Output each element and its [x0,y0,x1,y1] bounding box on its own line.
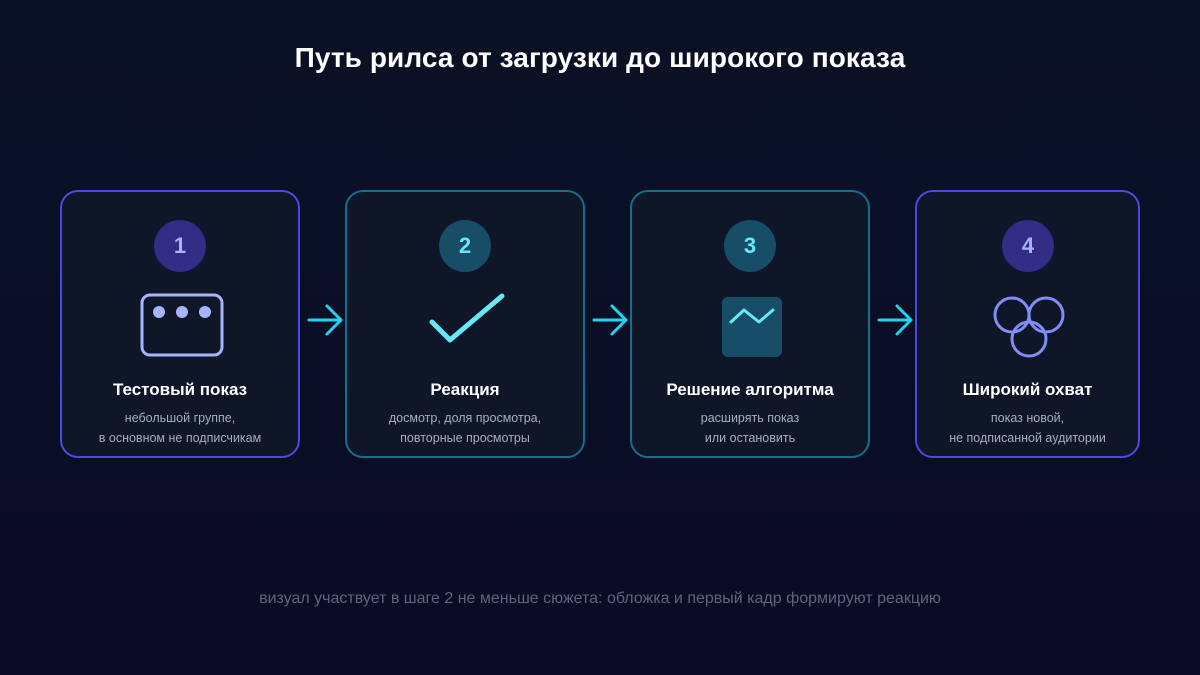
step-number-badge: 4 [1002,220,1054,272]
step-description-line: показ новой, [990,411,1065,425]
step-description: досмотр, доля просмотра, повторные просм… [347,408,583,448]
checkmark-icon [429,293,505,343]
step-card-4: 4 Широкий охват показ новой, не подписан… [915,190,1140,458]
chat-bubble-dots-icon [140,293,224,357]
step-title: Решение алгоритма [666,380,834,399]
page-title: Путь рилса от загрузки до широкого показ… [294,42,906,73]
step-title: Широкий охват [962,380,1093,399]
step-number-badge: 2 [439,220,491,272]
step-description: показ новой, не подписанной аудитории [917,408,1138,448]
step-title: Реакция [430,380,500,399]
arrow-right-icon [592,304,628,336]
audience-circles-icon [993,296,1065,358]
step-title: Тестовый показ [112,380,248,399]
step-description-line: расширять показ [700,411,800,425]
trend-chart-icon [722,297,782,357]
step-description-line: не подписанной аудитории [949,431,1106,445]
step-description: небольшой группе, в основном не подписчи… [62,408,298,448]
step-number-badge: 1 [154,220,206,272]
step-description-line: повторные просмотры [400,431,530,445]
step-description-line: небольшой группе, [124,411,236,425]
footnote: визуал участвует в шаге 2 не меньше сюже… [259,590,941,607]
step-description: расширять показ или остановить [632,408,868,448]
step-description-line: досмотр, доля просмотра, [388,411,542,425]
step-card-1: 1 Тестовый показ небольшой группе, в осн… [60,190,300,458]
step-number-badge: 3 [724,220,776,272]
step-card-3: 3 Решение алгоритма расширять показ или … [630,190,870,458]
arrow-right-icon [877,304,913,336]
step-description-line: в основном не подписчикам [98,431,262,445]
step-card-2: 2 Реакция досмотр, доля просмотра, повто… [345,190,585,458]
step-description-line: или остановить [704,431,796,445]
arrow-right-icon [307,304,343,336]
